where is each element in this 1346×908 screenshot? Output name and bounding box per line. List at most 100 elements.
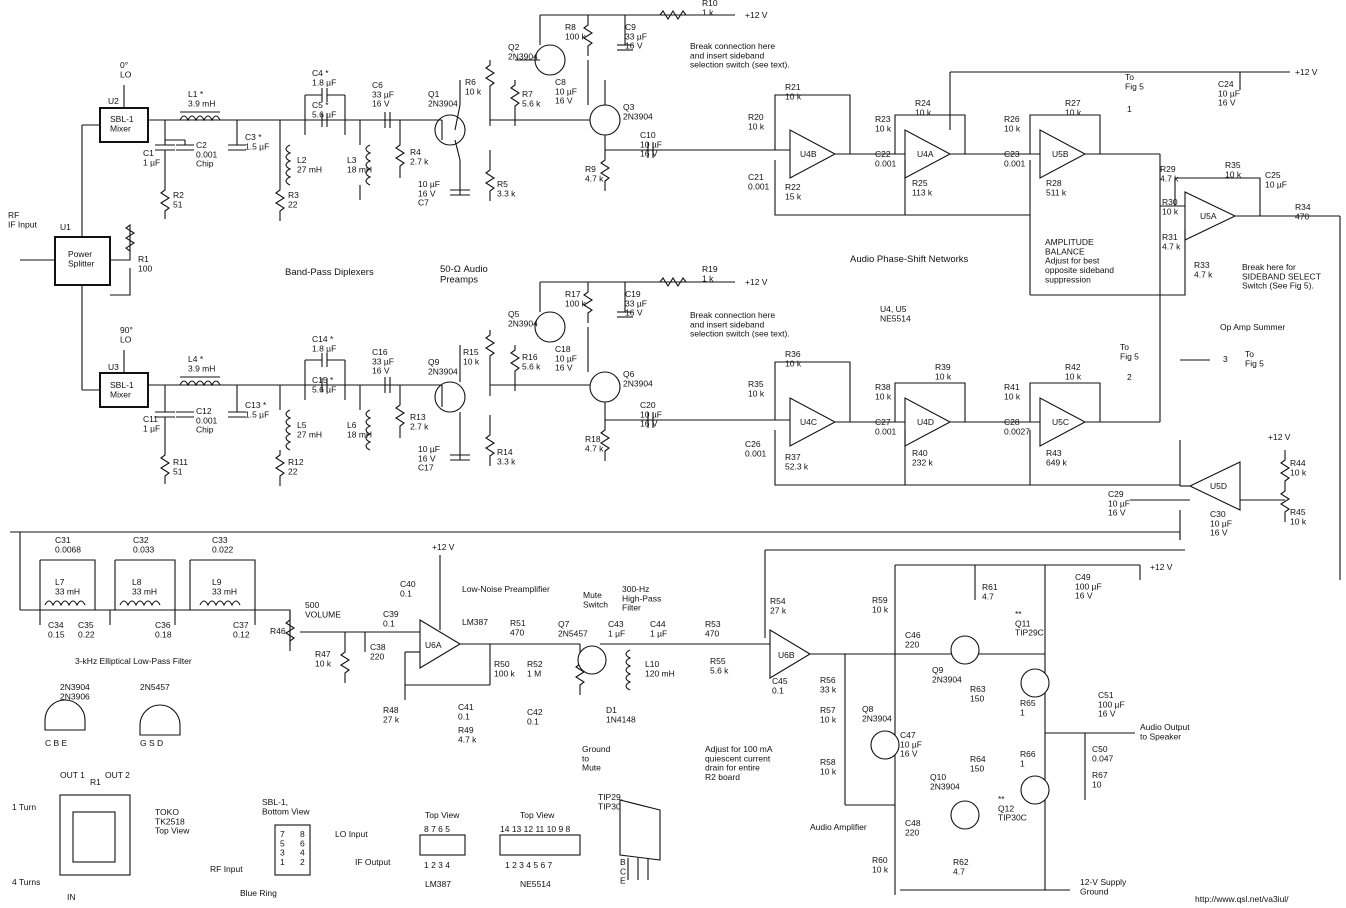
label-plus12-amp: +12 V xyxy=(1150,562,1173,572)
label-u4d: U4D xyxy=(917,417,934,427)
label-lm387: LM387 xyxy=(462,617,488,627)
label-plus12-right: +12 V xyxy=(1295,67,1318,77)
label-four-turns: 4 Turns xyxy=(12,877,40,887)
label-u1: U1 xyxy=(60,222,71,232)
label-lm387-name: LM387 xyxy=(425,879,451,889)
label-u6a: U6A xyxy=(425,640,442,650)
label-u4a: U4A xyxy=(917,149,934,159)
label-phase-shift-networks: Audio Phase-Shift Networks xyxy=(850,254,969,265)
label-pins-b: G S D xyxy=(140,738,163,748)
label-c15: C15 *5.6 µF xyxy=(312,375,336,394)
label-marker-2: 2 xyxy=(1127,372,1132,382)
label-ne5514-top: 14 13 12 11 10 9 8 xyxy=(500,824,571,834)
label-low-noise-preamp: Low-Noise Preamplifier xyxy=(462,584,550,594)
label-plus12-top: +12 V xyxy=(745,10,768,20)
label-c14: C14 *1.8 µF xyxy=(312,334,336,353)
label-rf-input: RF Input xyxy=(210,864,243,874)
label-audio-amplifier: Audio Amplifier xyxy=(810,822,867,832)
label-u5b: U5B xyxy=(1052,149,1069,159)
lower-rf-chain xyxy=(99,276,735,486)
pinout-drawings xyxy=(44,699,661,880)
label-one-turn: 1 Turn xyxy=(12,802,36,812)
label-c5: C5 *5.6 µF xyxy=(312,100,336,119)
label-ne5514-view: Top View xyxy=(520,810,555,820)
label-u5a: U5A xyxy=(1200,211,1217,221)
label-toko-r1: R1 xyxy=(90,777,101,787)
